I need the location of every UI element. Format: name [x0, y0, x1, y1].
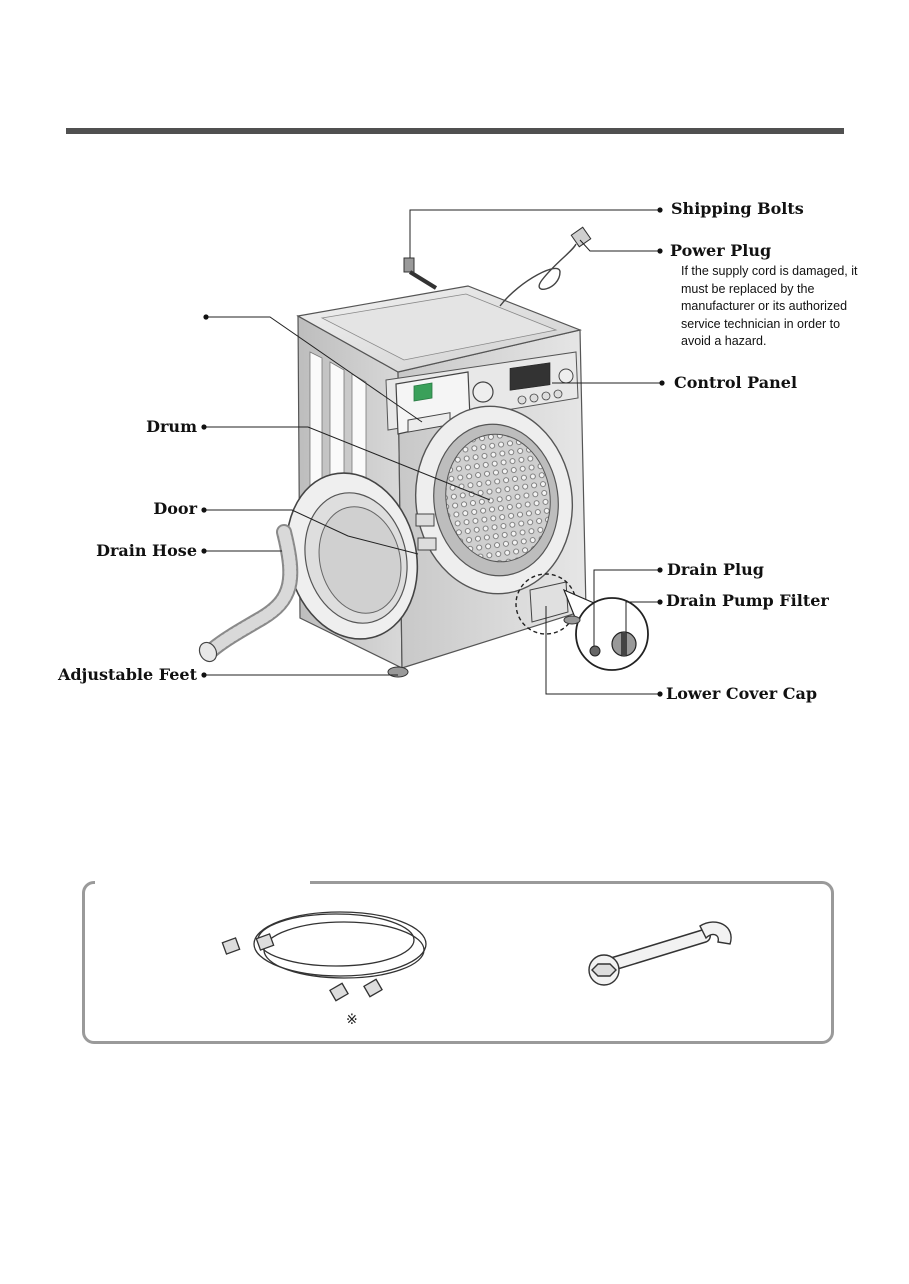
- label-drain-hose: Drain Hose: [96, 541, 197, 560]
- hose-mark: ※: [346, 1012, 358, 1028]
- drum: [414, 405, 574, 595]
- label-drain-plug: Drain Plug: [667, 560, 764, 579]
- label-power-plug: Power Plug: [670, 241, 772, 260]
- shipping-bolt: [403, 257, 438, 290]
- door: [285, 472, 437, 640]
- accessories-panel-title-gap: [95, 878, 310, 886]
- leader-dots: [201, 207, 665, 697]
- label-lower-cover-cap: Lower Cover Cap: [666, 684, 818, 703]
- label-control-panel: Control Panel: [674, 373, 798, 392]
- label-drain-pump-filter: Drain Pump Filter: [666, 591, 829, 610]
- power-plug-note: If the supply cord is damaged, it must b…: [681, 264, 858, 348]
- machine-top: [296, 285, 583, 373]
- inlet-hose-accessory: [221, 911, 427, 1002]
- accessories-panel: [82, 881, 834, 1044]
- label-adjustable-feet: Adjustable Feet: [57, 665, 197, 684]
- drain-hose: [198, 524, 299, 663]
- header-rule: [66, 128, 844, 134]
- wrench-accessory: [588, 921, 732, 986]
- label-shipping-bolts: Shipping Bolts: [671, 199, 804, 218]
- power-cord: [499, 226, 592, 307]
- drain-zoom-detail: [575, 597, 649, 671]
- label-door: Door: [153, 499, 197, 518]
- leader-lines: [204, 209, 662, 695]
- label-drum: Drum: [146, 417, 197, 436]
